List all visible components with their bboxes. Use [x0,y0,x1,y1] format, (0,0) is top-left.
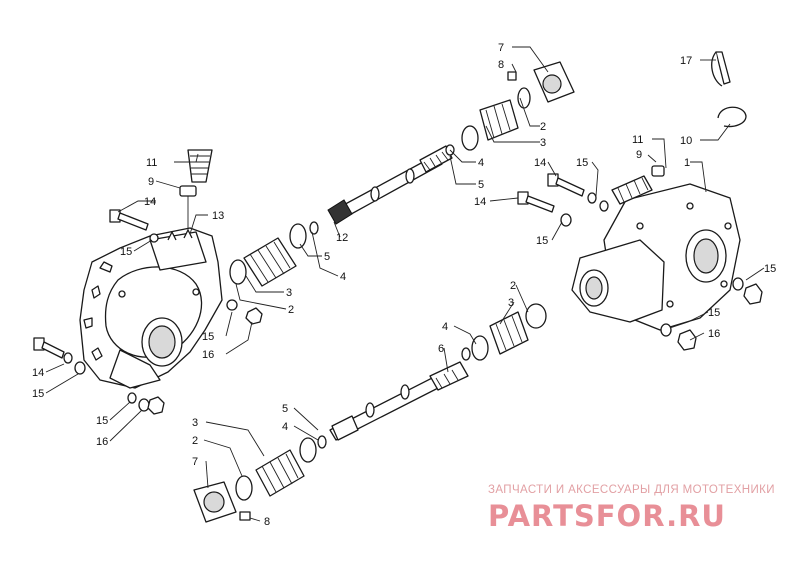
left-bolt-14b [33,337,86,375]
upper-boot-assembly [229,221,319,287]
callout-4-low: 4 [442,321,448,333]
left-nut-16b [127,392,165,415]
callout-3-bot: 3 [192,417,198,429]
callout-14-right-b: 14 [474,196,486,208]
callout-15-right-a: 15 [576,157,588,169]
callout-7-top: 7 [498,42,504,54]
callout-14-left-b: 14 [32,367,44,379]
left-breather-hose [187,149,213,183]
callout-9-left: 9 [148,176,154,188]
callout-2-top: 2 [540,121,546,133]
left-breather-fitting [179,185,197,230]
callout-6: 6 [438,343,444,355]
upper-driveshaft [327,145,453,225]
callout-10: 10 [680,135,692,147]
callout-16-left-b: 16 [96,436,108,448]
snap-ring-10 [717,106,747,128]
right-breather-hose [611,165,665,205]
lower-driveshaft [329,361,469,441]
callout-5-mid: 5 [324,251,330,263]
left-nut-16a [226,299,263,325]
callout-16-left-a: 16 [202,349,214,361]
lower-left-flange [193,481,251,523]
callout-14-right-a: 14 [534,157,546,169]
right-nut-16a [732,277,763,305]
callout-2-bot: 2 [192,435,198,447]
left-bolt-14a [109,209,159,243]
callout-17: 17 [680,55,692,67]
right-bolt-14a [547,173,609,212]
callout-15-left-c: 15 [32,388,44,400]
lower-right-boot-assembly [461,303,547,361]
callout-4-top: 4 [478,157,484,169]
callout-15-right-b: 15 [536,235,548,247]
callout-15-right-c: 15 [764,263,776,275]
callout-11-left: 11 [146,157,157,169]
callout-11-right: 11 [632,134,643,146]
upper-right-boot-assembly [445,87,531,156]
callout-8-bot: 8 [264,516,270,528]
callout-13: 13 [212,210,224,222]
clip-17 [711,51,731,87]
callout-4-mid: 4 [340,271,346,283]
callout-9-right: 9 [636,149,642,161]
left-gearcase-housing [79,227,223,389]
watermark: ЗАПЧАСТИ И АКСЕССУАРЫ ДЛЯ МОТОТЕХНИКИ PA… [488,484,775,533]
callout-3-low: 3 [508,297,514,309]
right-nut-16b [660,323,697,351]
callout-3-mid: 3 [286,287,292,299]
right-bolt-14b [517,191,572,227]
callout-2-mid: 2 [288,304,294,316]
callout-1: 1 [684,157,690,169]
callout-3-top: 3 [540,137,546,149]
callout-15-left-b: 15 [202,331,214,343]
callout-2-low: 2 [510,280,516,292]
watermark-tagline: ЗАПЧАСТИ И АКСЕССУАРЫ ДЛЯ МОТОТЕХНИКИ [488,484,775,496]
callout-7-bot: 7 [192,456,198,468]
callout-5-top: 5 [478,179,484,191]
lower-left-boot-assembly [235,435,327,501]
leader-lines [45,46,765,522]
callout-8-top: 8 [498,59,504,71]
callout-4-bot: 4 [282,421,288,433]
callout-12: 12 [336,232,348,244]
callout-15-right-d: 15 [708,307,720,319]
callout-labels: 7 8 2 3 4 5 17 10 11 9 1 14 15 14 15 15 … [32,42,776,528]
right-gearcase-housing [571,183,741,331]
watermark-logo: PARTSFOR.RU [488,499,726,533]
callout-16-right: 16 [708,328,720,340]
callout-5-bot: 5 [282,403,288,415]
upper-right-flange [507,61,575,103]
callout-14-left-a: 14 [144,196,156,208]
callout-15-left-a: 15 [120,246,132,258]
callout-15-left-d: 15 [96,415,108,427]
